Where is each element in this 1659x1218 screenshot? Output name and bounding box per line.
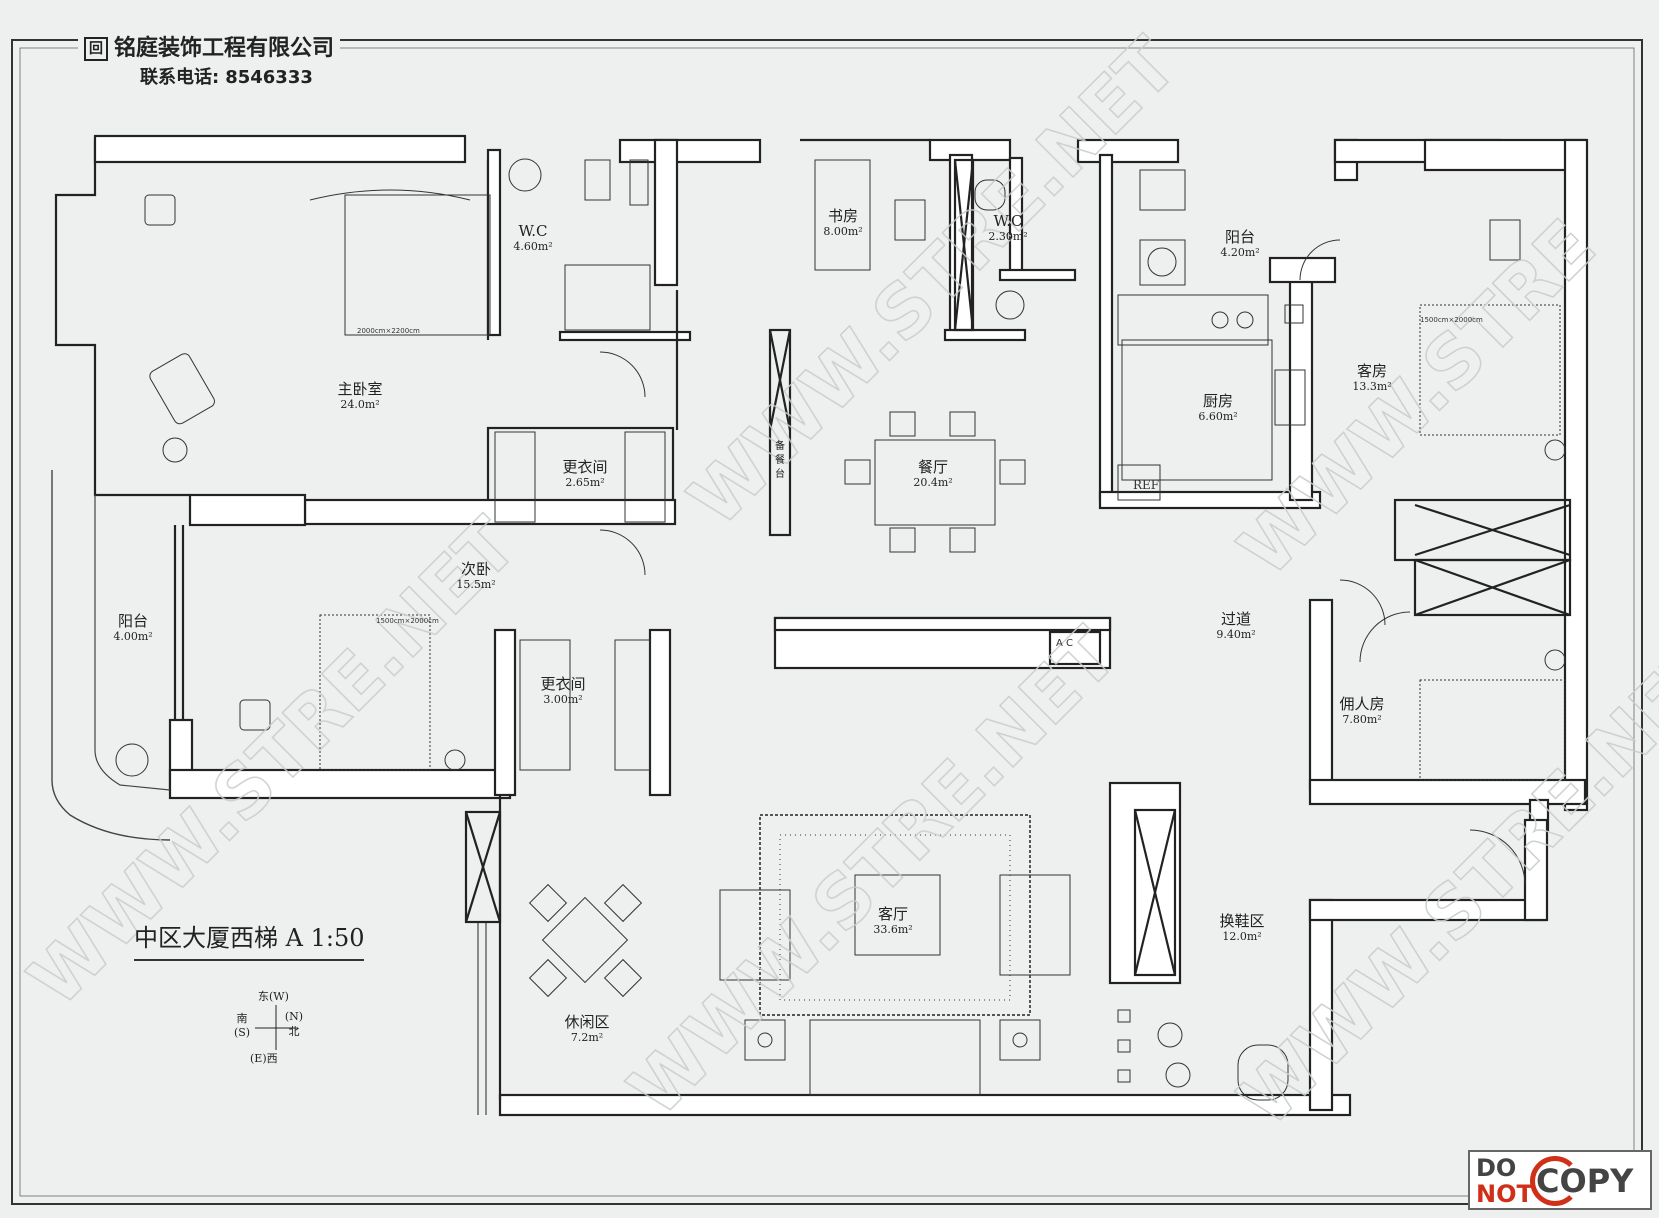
page-inner-border [19, 47, 1635, 1197]
room-name: 主卧室 [337, 380, 383, 398]
copyright-ring-icon [1530, 1156, 1580, 1206]
room-area: 9.40m² [1216, 628, 1256, 641]
sideboard-label: 备餐台 [775, 441, 785, 480]
room-area: 12.0m² [1222, 930, 1262, 943]
room-study: 书房 8.00m² [823, 207, 862, 239]
bed-size-guest: 1500cm×2000cm [1420, 316, 1483, 324]
room-area: 20.4m² [913, 476, 953, 489]
room-area: 4.00m² [113, 630, 153, 643]
room-name: 更衣间 [540, 675, 586, 693]
room-name: W.C [993, 212, 1023, 230]
room-name: 佣人房 [1339, 695, 1385, 713]
room-kitchen: 厨房 6.60m² [1198, 392, 1237, 424]
company-name: 回铭庭装饰工程有限公司 [78, 30, 341, 62]
ac-label: A C [1056, 638, 1074, 649]
room-name: 客厅 [877, 905, 908, 923]
room-name: 餐厅 [917, 458, 948, 476]
room-balcony-north: 阳台 4.20m² [1220, 228, 1259, 260]
room-name: 书房 [827, 207, 858, 225]
room-master-bedroom: 主卧室 24.0m² [337, 380, 382, 412]
bed-size-second: 1500cm×2000cm [376, 617, 439, 625]
svg-text:WWW.STRE.NET: WWW.STRE.NET [1223, 622, 1659, 1142]
compass-bottom: (E)西 [250, 1052, 278, 1065]
room-walkin-2: 更衣间 3.00m² [540, 675, 585, 707]
compass-left: 南 (S) [233, 1012, 251, 1039]
room-name: 次卧 [460, 560, 491, 578]
room-balcony-west: 阳台 4.00m² [113, 612, 152, 644]
room-area: 6.60m² [1198, 410, 1238, 423]
watermark: WWW.STRE.NET WWW.STRE.NET WWW.STRE.NET W… [12, 21, 1659, 1142]
contact-phone: 联系电话:8546333 [140, 63, 313, 89]
company-logo-icon: 回 [84, 37, 108, 61]
room-area: 3.00m² [543, 693, 583, 706]
room-name: 厨房 [1202, 392, 1233, 410]
walls [51, 134, 1589, 1117]
room-name: 阳台 [117, 612, 148, 630]
room-area: 7.80m² [1342, 713, 1382, 726]
bed-size-master: 2000cm×2200cm [357, 327, 420, 335]
room-name: 换鞋区 [1219, 912, 1265, 930]
room-name: 客房 [1356, 362, 1387, 380]
room-area: 24.0m² [340, 398, 380, 411]
compass-right: (N) 北 [284, 1010, 304, 1038]
room-second-bedroom: 次卧 15.5m² [456, 560, 495, 592]
room-living: 客厅 33.6m² [873, 905, 912, 937]
room-name: 阳台 [1224, 228, 1255, 246]
room-area: 33.6m² [873, 923, 913, 936]
room-wc-small: W.C 2.30m² [988, 212, 1027, 244]
do-not-copy-stamp: DO NOT COPY [1468, 1150, 1652, 1210]
room-area: 15.5m² [456, 578, 496, 591]
room-dining: 餐厅 20.4m² [913, 458, 952, 490]
room-name: 过道 [1220, 610, 1251, 628]
room-area: 4.20m² [1220, 246, 1260, 259]
company-name-text: 铭庭装饰工程有限公司 [114, 36, 335, 61]
room-maid: 佣人房 7.80m² [1339, 695, 1384, 727]
stamp-not: NOT [1476, 1180, 1533, 1208]
svg-text:WWW.STRE.NET: WWW.STRE.NET [613, 612, 1133, 1132]
room-area: 2.30m² [988, 230, 1028, 243]
room-guest: 客房 13.3m² [1352, 362, 1391, 394]
room-corridor: 过道 9.40m² [1216, 610, 1255, 642]
page-border [11, 39, 1643, 1205]
room-lounge: 休闲区 7.2m² [564, 1013, 609, 1045]
drawing-title: 中区大厦西梯 A 1:50 [134, 918, 365, 961]
room-wc-master: W.C 4.60m² [513, 222, 552, 254]
stamp-do: DO [1476, 1154, 1517, 1182]
room-area: 8.00m² [823, 225, 863, 238]
compass-top: 东(W) [258, 990, 289, 1003]
room-area: 4.60m² [513, 240, 553, 253]
room-area: 2.65m² [565, 476, 605, 489]
room-walkin-1: 更衣间 2.65m² [562, 458, 607, 490]
stamp-copy: COPY [1536, 1162, 1634, 1200]
compass-symbol [255, 1005, 298, 1050]
room-name: W.C [518, 222, 548, 240]
phone-number: 8546333 [225, 67, 313, 88]
phone-label: 联系电话: [140, 67, 220, 88]
room-area: 13.3m² [1352, 380, 1392, 393]
room-area: 7.2m² [570, 1031, 604, 1044]
furniture [115, 158, 1566, 1101]
room-name: 休闲区 [564, 1013, 610, 1031]
room-name: 更衣间 [562, 458, 608, 476]
fridge-label: REF [1133, 478, 1160, 492]
room-shoe-area: 换鞋区 12.0m² [1219, 912, 1264, 944]
